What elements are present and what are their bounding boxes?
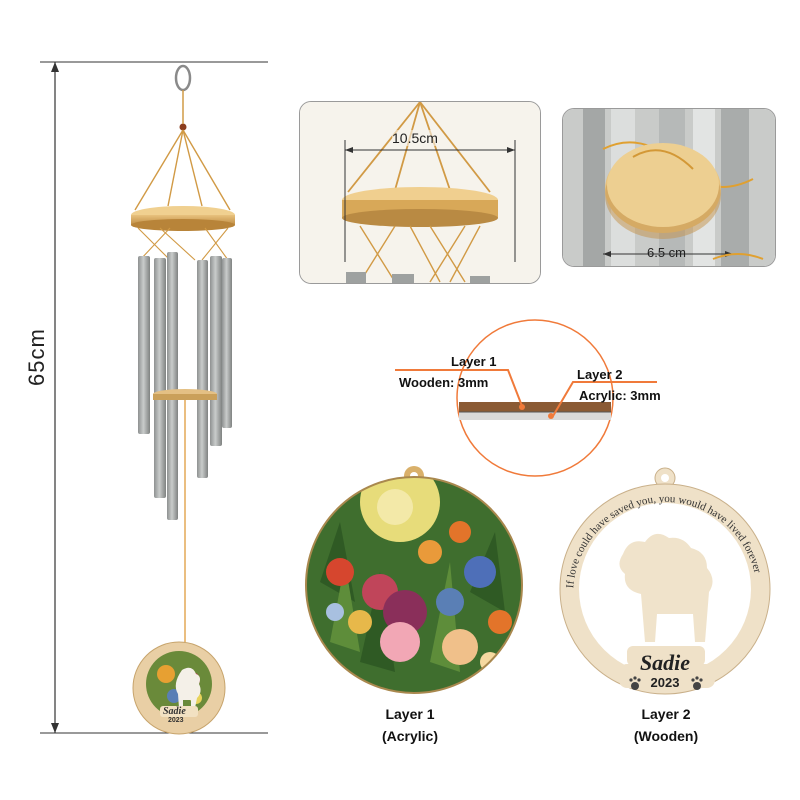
ring-detail-box: 10.5cm xyxy=(299,101,541,284)
disc-detail-box: 6.5 cm xyxy=(562,108,776,267)
ring-diameter-label: 10.5cm xyxy=(392,130,438,146)
layer1-material: Wooden: 3mm xyxy=(399,375,489,390)
layer-callout-lines xyxy=(395,369,657,417)
ornament-year: 2023 xyxy=(650,675,680,690)
layer2-material: Acrylic: 3mm xyxy=(579,388,661,403)
acrylic-caption-title: Layer 1 xyxy=(385,706,435,722)
ornament-name: Sadie xyxy=(639,650,691,675)
wind-chime xyxy=(131,64,235,642)
disc-detail-illustration xyxy=(563,109,775,266)
chime-ornament-year: 2023 xyxy=(168,717,184,724)
wooden-layer-art: If love could have saved you, you would … xyxy=(559,467,771,695)
layer-cross-section xyxy=(456,319,614,477)
layer2-title: Layer 2 xyxy=(577,367,623,382)
disc-diameter-label: 6.5 cm xyxy=(647,245,687,260)
layer1-title: Layer 1 xyxy=(451,354,497,369)
height-label: 65cm xyxy=(24,328,49,386)
chime-ornament xyxy=(132,641,226,735)
chime-ornament-name: Sadie xyxy=(163,706,186,717)
acrylic-layer-art xyxy=(305,466,523,694)
wooden-caption-title: Layer 2 xyxy=(641,706,691,722)
acrylic-caption-sub: (Acrylic) xyxy=(381,728,439,744)
wooden-caption-sub: (Wooden) xyxy=(633,728,699,744)
hanging-ring xyxy=(174,64,192,92)
